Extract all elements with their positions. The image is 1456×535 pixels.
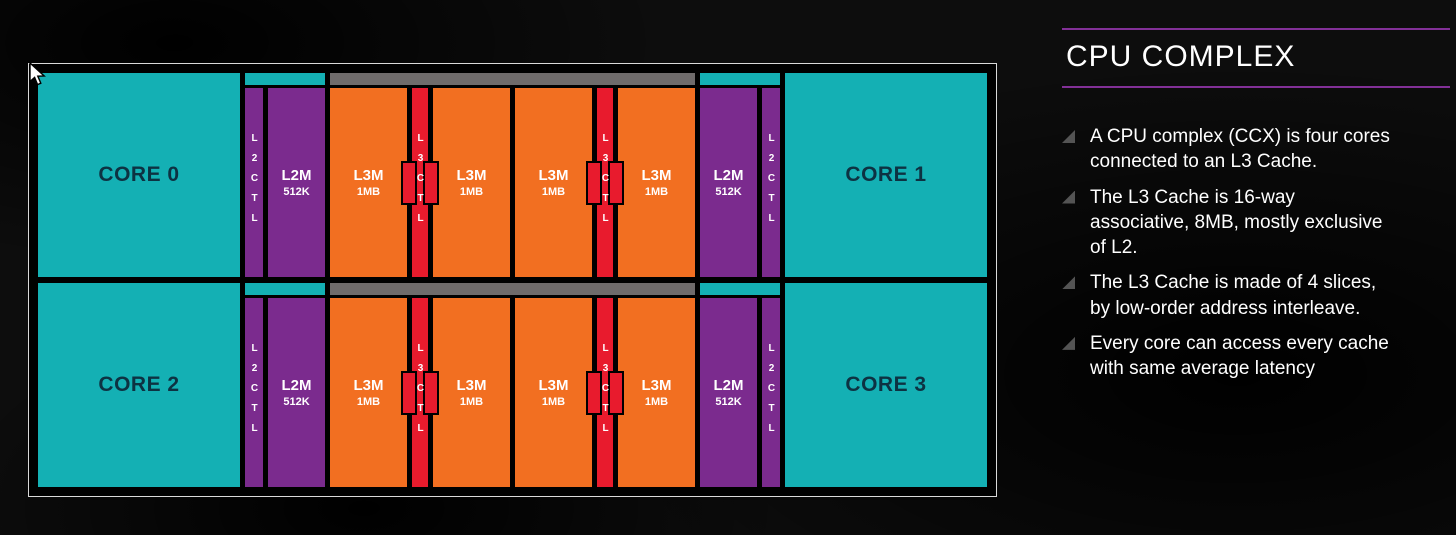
l3m-label: L3M [353, 167, 384, 184]
l2ctl-label: L2CTL [249, 342, 260, 443]
l2m-block: L2M 512K [268, 88, 325, 277]
l3m-size: 1MB [541, 396, 566, 408]
l2m-block: L2M 512K [700, 88, 757, 277]
bullet-text: A CPU complex (CCX) is four cores connec… [1090, 126, 1390, 173]
l2-cap-bar [245, 283, 325, 295]
triangle-bullet-icon [1062, 190, 1075, 204]
l2ctl-block: L2CTL [762, 88, 780, 277]
l3m-label: L3M [456, 167, 487, 184]
bullet-item: Every core can access every cache with s… [1062, 331, 1450, 382]
l3ctl-label: L3CTL [415, 342, 426, 443]
l3m-label: L3M [456, 377, 487, 394]
l2m-size: 512K [715, 186, 742, 198]
core3-block: CORE 3 [785, 283, 987, 487]
l3m-size: 1MB [459, 396, 484, 408]
l3m-size: 1MB [356, 396, 381, 408]
l2m-label: L2M [713, 167, 744, 184]
l3m-block: L3M 1MB [433, 298, 510, 487]
l2-group-right-bottom: L2M 512K L2CTL [700, 283, 780, 487]
core1-block: CORE 1 [785, 73, 987, 277]
l3-cap-bar [330, 283, 695, 295]
l3m-label: L3M [353, 377, 384, 394]
l2m-block: L2M 512K [268, 298, 325, 487]
l2m-size: 512K [715, 396, 742, 408]
l3m-block: L3M 1MB [330, 88, 407, 277]
l2ctl-label: L2CTL [766, 342, 777, 443]
ccx-row-bottom: CORE 2 L2CTL L2M 512K L3M 1MB [38, 283, 987, 487]
l3m-label: L3M [538, 167, 569, 184]
triangle-bullet-icon [1062, 130, 1075, 143]
l3m-block: L3M 1MB [330, 298, 407, 487]
l3ctl-block: L3CTL [412, 88, 428, 277]
ccx-diagram: CORE 0 L2CTL L2M 512K L3M 1MB [28, 63, 997, 497]
l3m-size: 1MB [356, 186, 381, 198]
l2m-block: L2M 512K [700, 298, 757, 487]
l2ctl-block: L2CTL [245, 88, 263, 277]
bullet-item: The L3 Cache is 16-way associative, 8MB,… [1062, 185, 1450, 261]
l3-group-bottom: L3M 1MB L3CTL L3M 1MB L3M 1MB L3CTL [330, 283, 695, 487]
bullet-text: The L3 Cache is 16-way associative, 8MB,… [1090, 186, 1383, 259]
l3m-size: 1MB [644, 396, 669, 408]
title-rule-bottom [1062, 86, 1450, 88]
l3m-block: L3M 1MB [515, 88, 592, 277]
l3-cap-bar [330, 73, 695, 85]
l3ctl-label: L3CTL [600, 132, 611, 233]
l3m-block: L3M 1MB [618, 88, 695, 277]
l2-cap-bar [700, 283, 780, 295]
l3m-size: 1MB [541, 186, 566, 198]
l3m-size: 1MB [459, 186, 484, 198]
page-title: CPU COMPLEX [1066, 40, 1296, 73]
l3m-block: L3M 1MB [433, 88, 510, 277]
l2-group-left-bottom: L2CTL L2M 512K [245, 283, 325, 487]
l3ctl-block: L3CTL [412, 298, 428, 487]
l3m-size: 1MB [644, 186, 669, 198]
l3ctl-label: L3CTL [415, 132, 426, 233]
bullet-text: The L3 Cache is made of 4 slices, by low… [1090, 272, 1377, 319]
l3ctl-block: L3CTL [597, 88, 613, 277]
l2ctl-block: L2CTL [245, 298, 263, 487]
title-rule-top [1062, 28, 1450, 30]
l2m-label: L2M [713, 377, 744, 394]
bullet-item: A CPU complex (CCX) is four cores connec… [1062, 124, 1450, 175]
core0-label: CORE 0 [98, 163, 180, 186]
l3m-block: L3M 1MB [618, 298, 695, 487]
mouse-cursor-icon [29, 62, 46, 86]
bullet-item: The L3 Cache is made of 4 slices, by low… [1062, 270, 1450, 321]
l3m-label: L3M [641, 167, 672, 184]
l2-group-right-top: L2M 512K L2CTL [700, 73, 780, 277]
l2-group-left-top: L2CTL L2M 512K [245, 73, 325, 277]
triangle-bullet-icon [1062, 276, 1075, 290]
l2m-label: L2M [281, 167, 312, 184]
l3m-block: L3M 1MB [515, 298, 592, 487]
l2m-size: 512K [283, 396, 310, 408]
l2ctl-block: L2CTL [762, 298, 780, 487]
l2ctl-label: L2CTL [766, 132, 777, 233]
l2-cap-bar [700, 73, 780, 85]
core2-label: CORE 2 [98, 373, 180, 396]
l2m-size: 512K [283, 186, 310, 198]
l2-cap-bar [245, 73, 325, 85]
l3ctl-label: L3CTL [600, 342, 611, 443]
l3m-label: L3M [641, 377, 672, 394]
l3m-label: L3M [538, 377, 569, 394]
ccx-row-top: CORE 0 L2CTL L2M 512K L3M 1MB [38, 73, 987, 277]
l3ctl-block: L3CTL [597, 298, 613, 487]
l2ctl-label: L2CTL [249, 132, 260, 233]
info-panel: CPU COMPLEX A CPU complex (CCX) is four … [1062, 28, 1450, 391]
core2-block: CORE 2 [38, 283, 240, 487]
l3-group-top: L3M 1MB L3CTL L3M 1MB L3M 1MB L3CTL [330, 73, 695, 277]
core0-block: CORE 0 [38, 73, 240, 277]
bullet-text: Every core can access every cache with s… [1090, 332, 1389, 380]
bullet-list: A CPU complex (CCX) is four cores connec… [1062, 124, 1450, 381]
triangle-bullet-icon [1062, 336, 1075, 350]
core3-label: CORE 3 [845, 373, 927, 396]
l2m-label: L2M [281, 377, 312, 394]
core1-label: CORE 1 [845, 163, 927, 186]
